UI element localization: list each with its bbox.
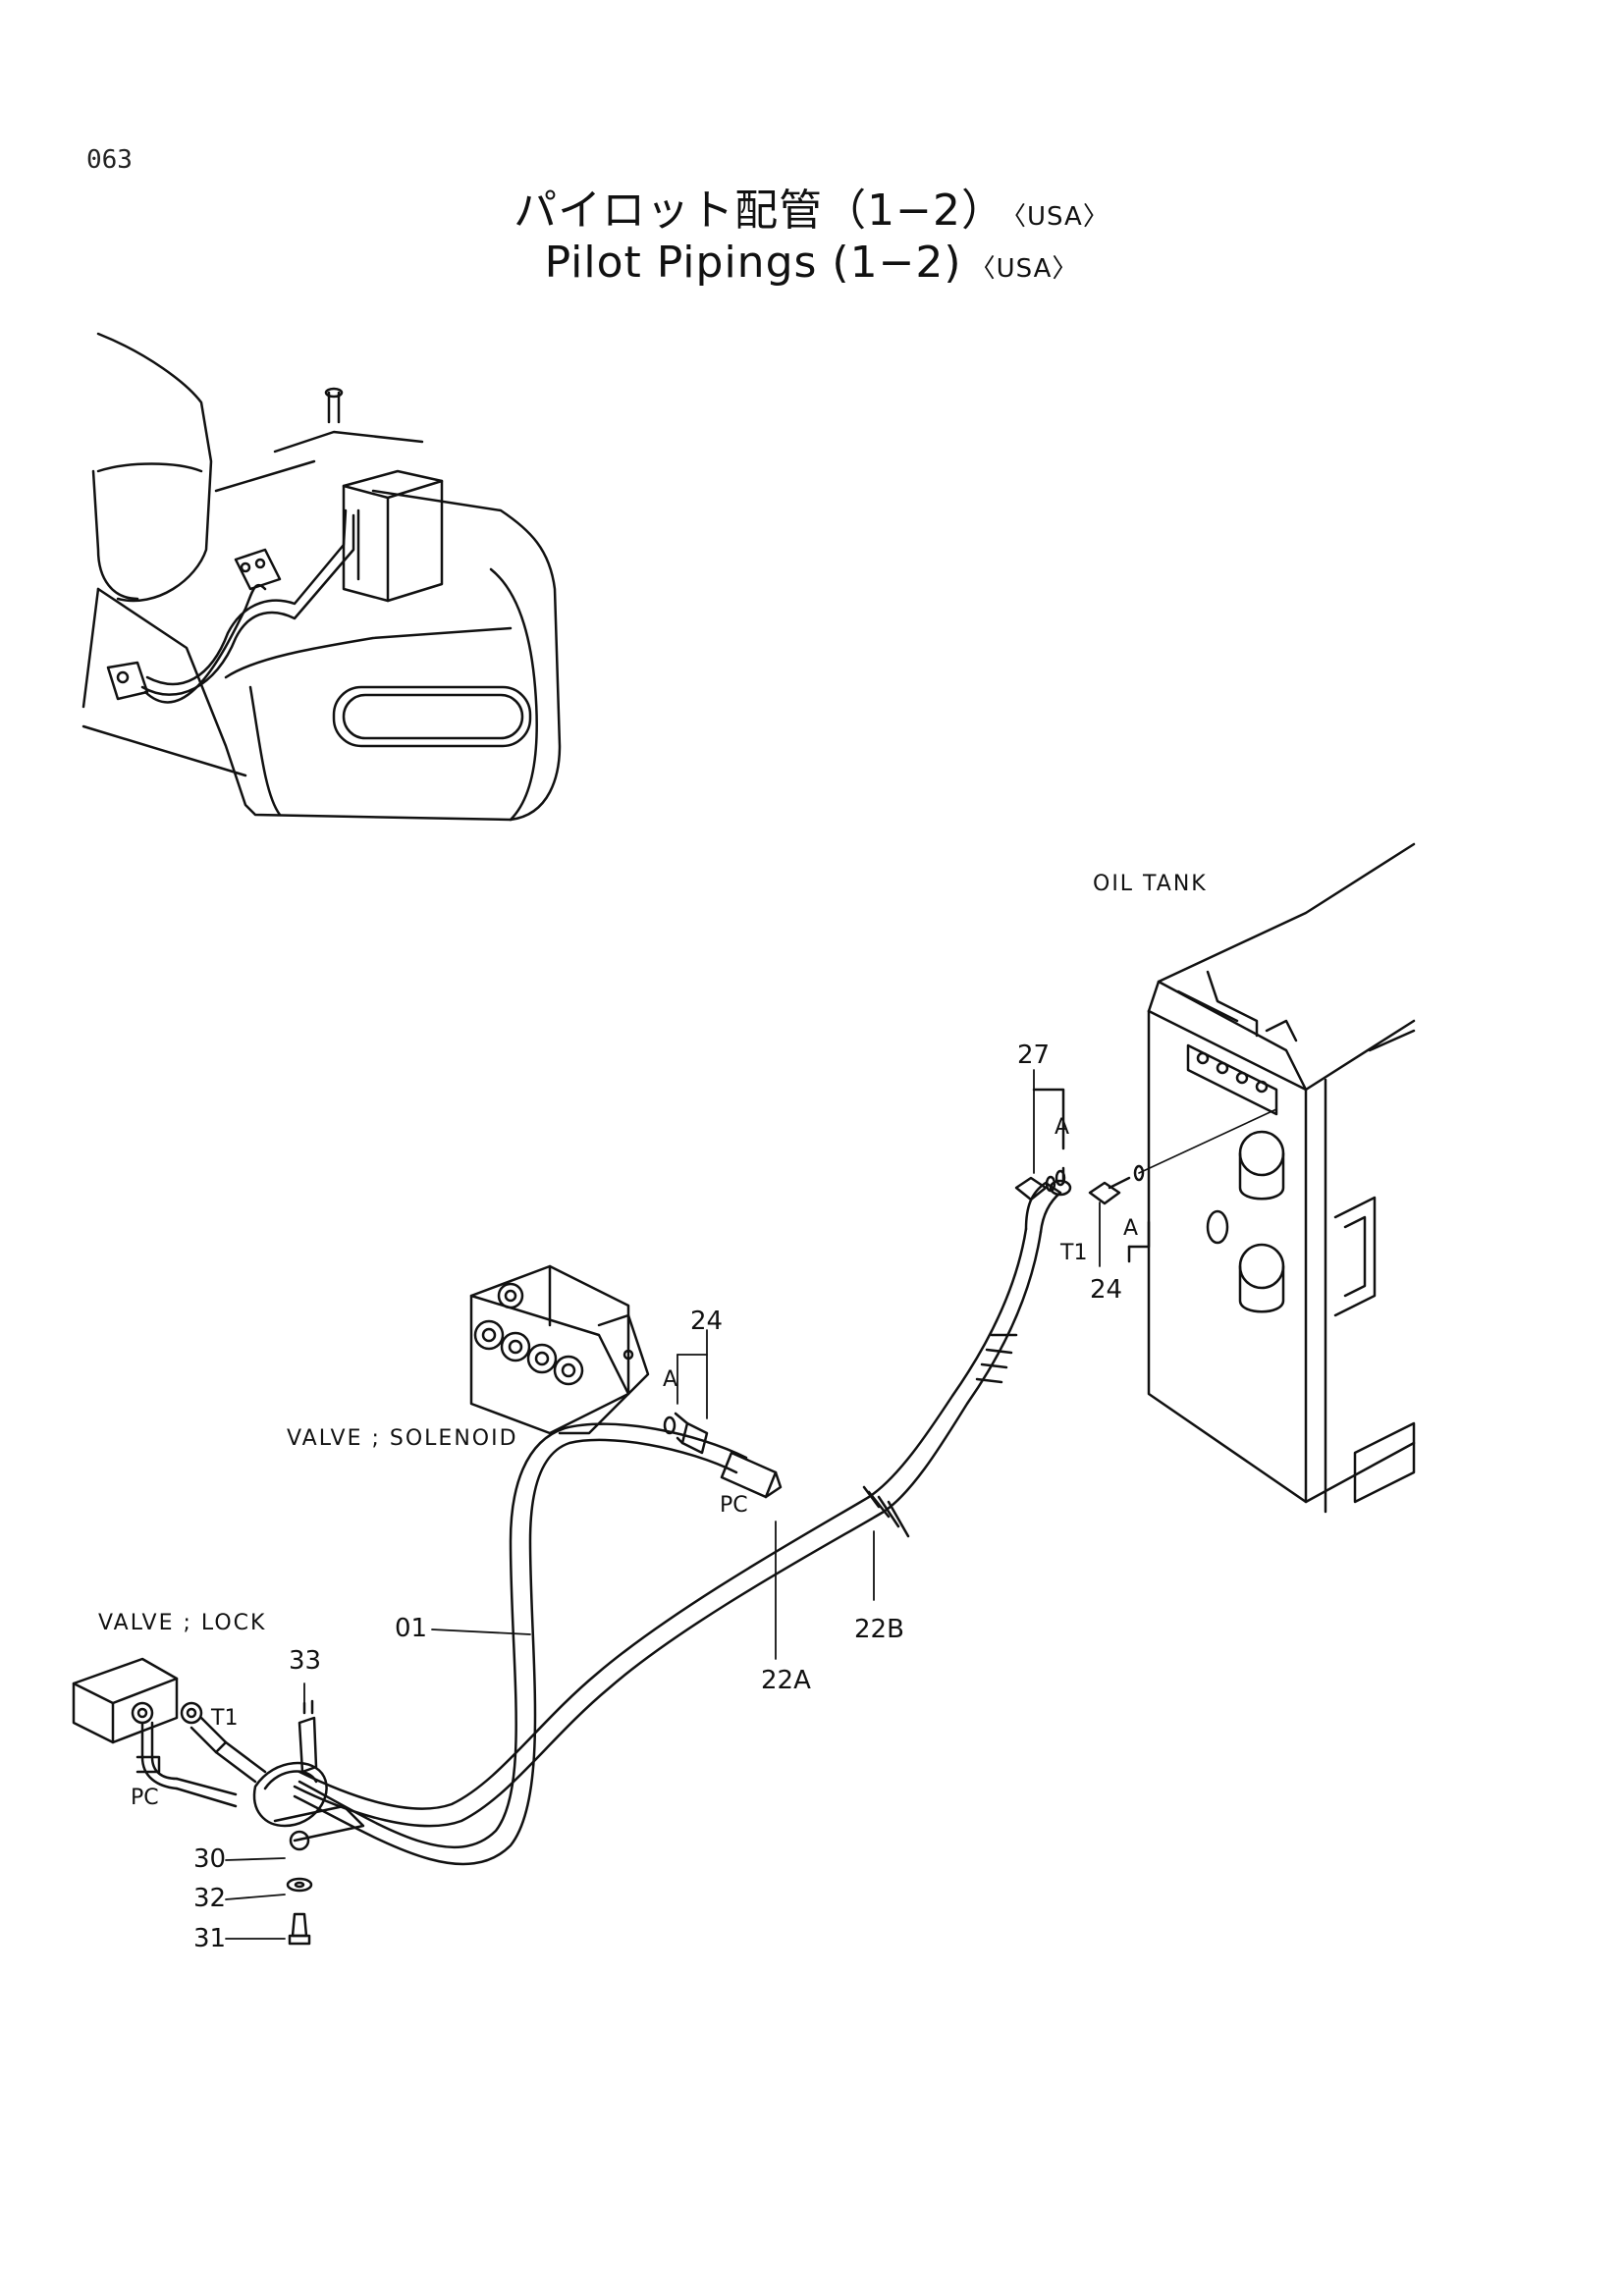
port-pc-solenoid: PC	[720, 1493, 748, 1518]
title-japanese: パイロット配管（1−2）〈USA〉	[0, 175, 1623, 238]
part-01: 01	[395, 1614, 427, 1643]
part-31: 31	[193, 1924, 226, 1953]
label-oil-tank: OIL TANK	[1093, 872, 1208, 896]
part-27: 27	[1017, 1041, 1050, 1070]
part-24-tank: 24	[1090, 1275, 1122, 1305]
port-t1-tank: T1	[1059, 1241, 1087, 1265]
title-japanese-text: パイロット配管（1−2）	[514, 186, 1006, 236]
title-english: Pilot Pipings (1−2)〈USA〉	[0, 238, 1623, 288]
machine-overview-inset	[81, 332, 562, 822]
title-english-text: Pilot Pipings (1−2)	[544, 238, 962, 288]
hose-01	[293, 1422, 783, 1866]
page-number: 063	[86, 145, 133, 175]
detail-a-tank-right: A	[1123, 1216, 1138, 1241]
part-22A: 22A	[761, 1666, 811, 1695]
solenoid-valve	[469, 1264, 650, 1435]
clamp-assembly	[252, 1699, 365, 1946]
part-30: 30	[193, 1844, 226, 1874]
label-valve-lock: VALVE ; LOCK	[98, 1611, 266, 1635]
leader-lines	[225, 1069, 1101, 1940]
lock-valve	[72, 1657, 267, 1808]
port-t1-lock: T1	[210, 1706, 238, 1731]
port-pc-lock: PC	[131, 1786, 159, 1810]
tank-fittings	[1014, 1088, 1277, 1263]
detail-a-solenoid: A	[663, 1367, 677, 1392]
title-english-suffix: 〈USA〉	[969, 254, 1079, 284]
detail-a-tank-left: A	[1055, 1115, 1069, 1140]
part-33: 33	[289, 1646, 321, 1676]
label-valve-solenoid: VALVE ; SOLENOID	[287, 1426, 518, 1451]
part-32: 32	[193, 1884, 226, 1913]
oil-tank	[1147, 842, 1416, 1514]
hose-22	[293, 1179, 1072, 1828]
part-22B: 22B	[854, 1615, 904, 1644]
solenoid-fitting	[663, 1412, 709, 1455]
part-24-solenoid: 24	[690, 1307, 723, 1336]
title-japanese-suffix: 〈USA〉	[1013, 202, 1109, 232]
